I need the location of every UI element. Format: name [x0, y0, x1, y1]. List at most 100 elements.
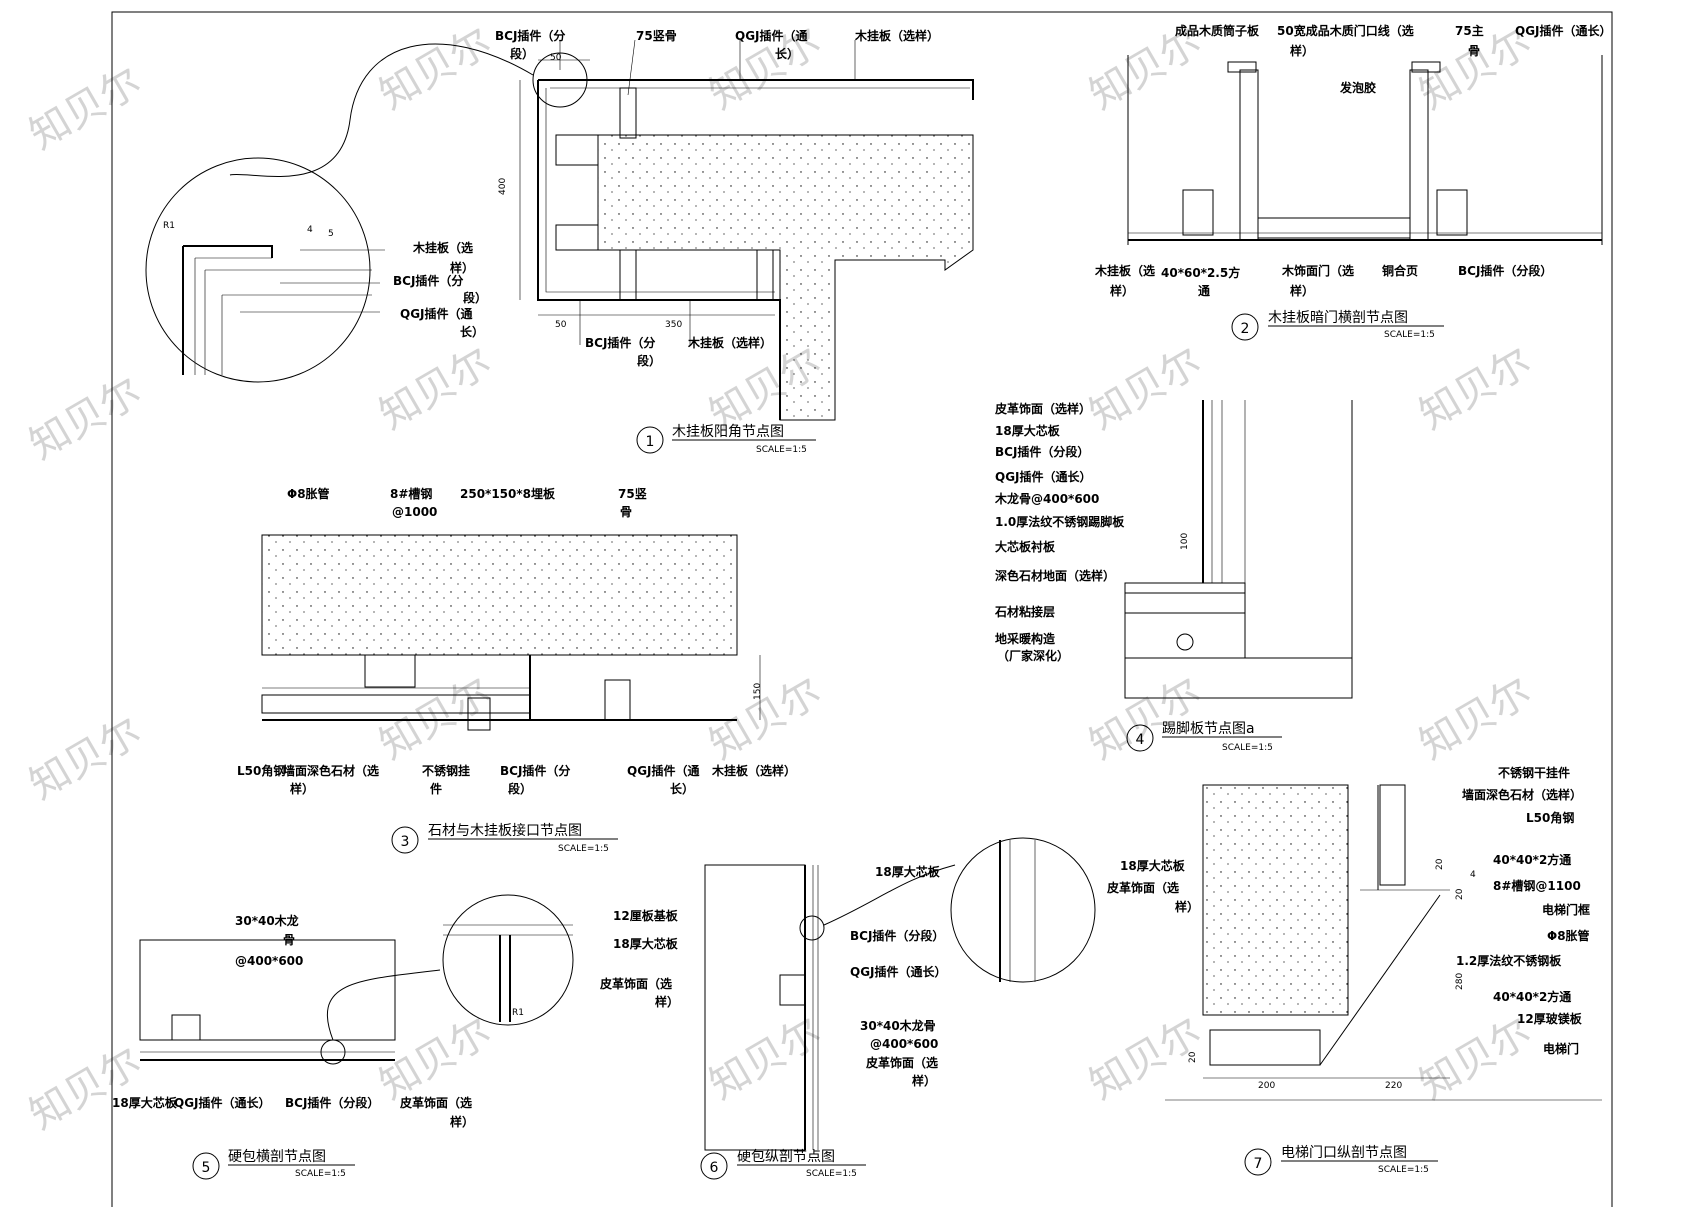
- d7-label: 不锈钢干挂件: [1498, 765, 1570, 780]
- d6-label: 样）: [1175, 899, 1199, 914]
- d5-number-badge: [192, 1152, 220, 1180]
- d6-label: 30*40木龙骨: [860, 1018, 936, 1033]
- d4-label: 1.0厚法纹不锈钢踢脚板: [995, 514, 1125, 529]
- d7-label: 电梯门框: [1542, 902, 1590, 917]
- d4-label: 木龙骨@400*600: [994, 491, 1099, 506]
- detail-7: [1165, 784, 1602, 1101]
- d5-label: BCJ插件（分段）: [285, 1095, 379, 1110]
- d4-dimension: 100: [1180, 533, 1190, 550]
- d2-label: 40*60*2.5方: [1161, 265, 1240, 280]
- d3-dimension: 150: [753, 683, 763, 700]
- d6-number: 6: [710, 1160, 719, 1176]
- d7-label: 墙面深色石材（选样）: [1462, 787, 1582, 802]
- d5-label: QGJ插件（通长）: [174, 1095, 271, 1110]
- d2-label: 木挂板（选: [1094, 263, 1155, 278]
- d2-label: 样）: [1290, 43, 1314, 58]
- d1-dimension: 50: [550, 53, 562, 63]
- d6-label: 18厚大芯板: [1120, 858, 1186, 873]
- d4-number: 4: [1136, 732, 1145, 748]
- watermark: 知贝尔: [1082, 339, 1209, 439]
- detail-6: [704, 837, 1096, 1151]
- d5-label: 皮革饰面（选: [399, 1095, 472, 1110]
- d6-scale: SCALE=1:5: [806, 1169, 857, 1179]
- d1-number-badge: [636, 426, 664, 454]
- d3-label: BCJ插件（分: [500, 763, 570, 778]
- d3-label: 8#槽钢: [390, 486, 432, 501]
- detail-5: [139, 894, 574, 1065]
- d2-label: 样）: [1290, 283, 1314, 298]
- detail-3: [261, 534, 761, 731]
- detail-2: [1127, 55, 1603, 245]
- d5-label: 12厘板基板: [613, 908, 679, 923]
- d1-dimension: 350: [665, 320, 682, 330]
- watermark: 知贝尔: [22, 369, 149, 469]
- watermark: 知贝尔: [372, 19, 499, 119]
- d3-label: 骨: [620, 505, 632, 519]
- d7-dimension: 220: [1385, 1081, 1402, 1091]
- d2-label: BCJ插件（分段）: [1458, 263, 1552, 278]
- d2-label: QGJ插件（通长）: [1515, 23, 1612, 38]
- watermark: 知贝尔: [372, 339, 499, 439]
- d1-label: BCJ插件（分: [495, 28, 565, 43]
- d4-label: （厂家深化）: [997, 648, 1069, 663]
- watermark: 知贝尔: [702, 1009, 829, 1109]
- d3-label: @1000: [392, 505, 437, 519]
- d5-label: 18厚大芯板: [613, 936, 679, 951]
- d1-dimension: 5: [328, 229, 334, 239]
- d6-label: BCJ插件（分段）: [850, 928, 944, 943]
- d7-title: 电梯门口纵剖节点图: [1281, 1145, 1407, 1161]
- d1-dimension: 50: [555, 320, 567, 330]
- d6-label: @400*600: [870, 1037, 938, 1051]
- d1-title: 木挂板阳角节点图: [672, 424, 784, 440]
- d6-label: 18厚大芯板: [875, 864, 941, 879]
- d2-scale: SCALE=1:5: [1384, 330, 1435, 340]
- d3-number: 3: [401, 834, 410, 850]
- watermark: 知贝尔: [372, 1009, 499, 1109]
- d1-label: BCJ插件（分: [585, 335, 655, 350]
- d2-label: 通: [1198, 283, 1210, 298]
- d7-number: 7: [1254, 1156, 1263, 1172]
- d2-label: 骨: [1468, 44, 1480, 58]
- d1-label: 段）: [510, 46, 534, 61]
- d1-label: 样）: [450, 260, 474, 275]
- d5-label: 样）: [655, 994, 679, 1009]
- d7-label: 1.2厚法纹不锈钢板: [1456, 953, 1562, 968]
- watermark: 知贝尔: [1412, 339, 1539, 439]
- d4-label: BCJ插件（分段）: [995, 444, 1089, 459]
- detail-4: [1124, 400, 1353, 699]
- d1-label: 75竖骨: [636, 29, 677, 43]
- d3-label: 样）: [290, 781, 314, 796]
- d4-label: 深色石材地面（选样）: [995, 568, 1115, 583]
- d5-label: 30*40木龙: [235, 913, 299, 928]
- d7-label: 12厚玻镁板: [1517, 1011, 1583, 1026]
- d7-dimension: 20: [1455, 888, 1465, 900]
- d2-number-badge: [1231, 313, 1259, 341]
- d6-label: 样）: [912, 1073, 936, 1088]
- d1-dimension: R1: [163, 221, 175, 231]
- sheet-border: [111, 11, 1613, 1207]
- d4-label: 大芯板衬板: [995, 539, 1056, 554]
- d7-number-badge: [1244, 1148, 1272, 1176]
- d5-title: 硬包横剖节点图: [228, 1149, 326, 1165]
- d2-label: 发泡胶: [1339, 80, 1376, 95]
- d7-dimension: 20: [1435, 858, 1445, 870]
- d2-title: 木挂板暗门横剖节点图: [1268, 310, 1408, 326]
- d7-label: 40*40*2方通: [1493, 989, 1571, 1004]
- d1-label: 木挂板（选样）: [687, 335, 772, 350]
- d1-label: 木挂板（选: [412, 240, 473, 255]
- d2-number: 2: [1241, 321, 1250, 337]
- d3-title: 石材与木挂板接口节点图: [428, 822, 582, 839]
- d6-label: 皮革饰面（选: [865, 1055, 938, 1070]
- d4-title: 踢脚板节点图a: [1162, 721, 1255, 737]
- detail-1: [145, 39, 974, 421]
- d6-title: 硬包纵剖节点图: [737, 1149, 835, 1165]
- d1-label: 长）: [460, 324, 484, 339]
- d6-number-badge: [700, 1152, 728, 1180]
- d1-label: 段）: [637, 353, 661, 368]
- d3-label: QGJ插件（通: [627, 763, 700, 778]
- d3-label: 75竖: [618, 487, 647, 501]
- d1-label: QGJ插件（通: [400, 306, 473, 321]
- d3-label: 长）: [670, 781, 694, 796]
- d4-label: 地采暖构造: [995, 631, 1056, 646]
